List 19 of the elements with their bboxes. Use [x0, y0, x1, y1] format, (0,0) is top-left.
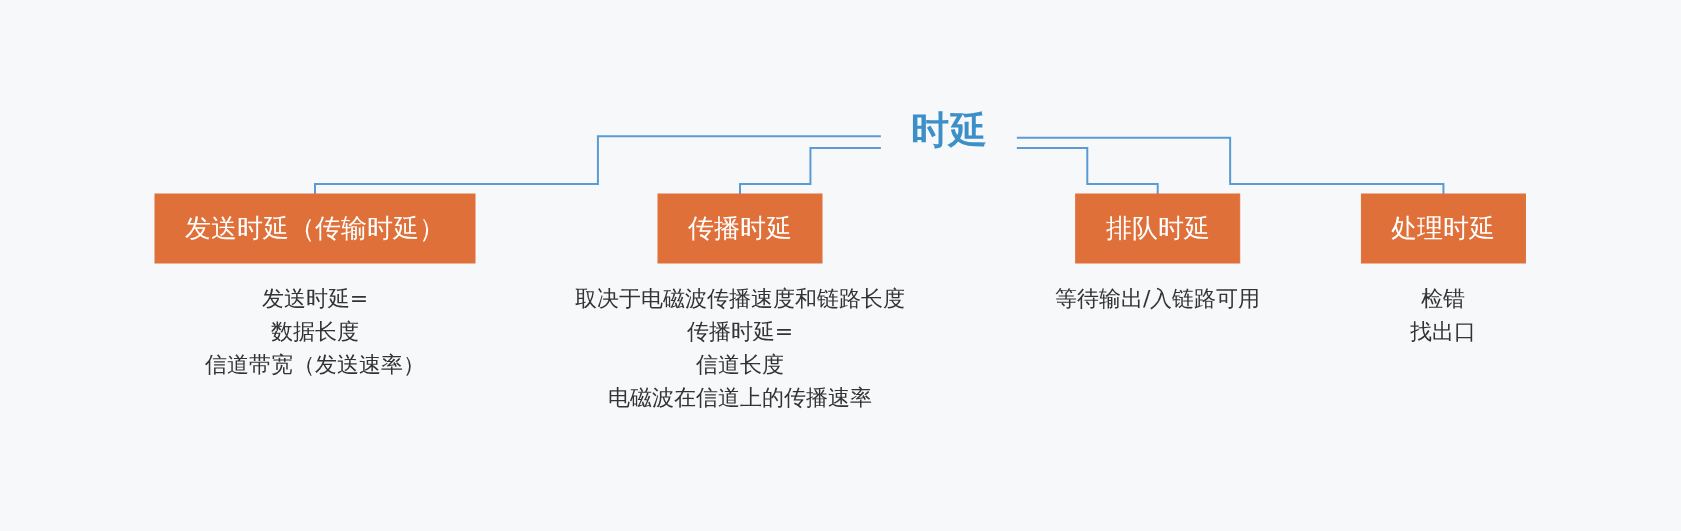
- node-label: 找出口: [1410, 318, 1477, 344]
- node-label: 等待输出/入链路可用: [1055, 285, 1261, 311]
- node-label: 发送时延=: [262, 285, 369, 311]
- node-label: 传播时延=: [687, 318, 794, 344]
- node-label: 数据长度: [271, 318, 360, 344]
- node-label: 信道长度: [696, 351, 785, 377]
- node-label: 检错: [1421, 285, 1466, 311]
- node-box: 发送时延（传输时延）: [154, 193, 476, 263]
- node-box: 处理时延: [1361, 193, 1527, 263]
- node-box: 排队时延: [1075, 193, 1241, 263]
- node-label: 电磁波在信道上的传播速率: [608, 384, 873, 410]
- node-label: 取决于电磁波传播速度和链路长度: [575, 285, 906, 311]
- node-text: 时延: [911, 107, 988, 152]
- connector: [314, 134, 883, 195]
- node-box: 传播时延: [657, 193, 823, 263]
- connector: [739, 146, 883, 195]
- connector: [1016, 146, 1159, 195]
- node-label: 信道带宽（发送速率）: [205, 351, 426, 377]
- connector: [1016, 136, 1445, 195]
